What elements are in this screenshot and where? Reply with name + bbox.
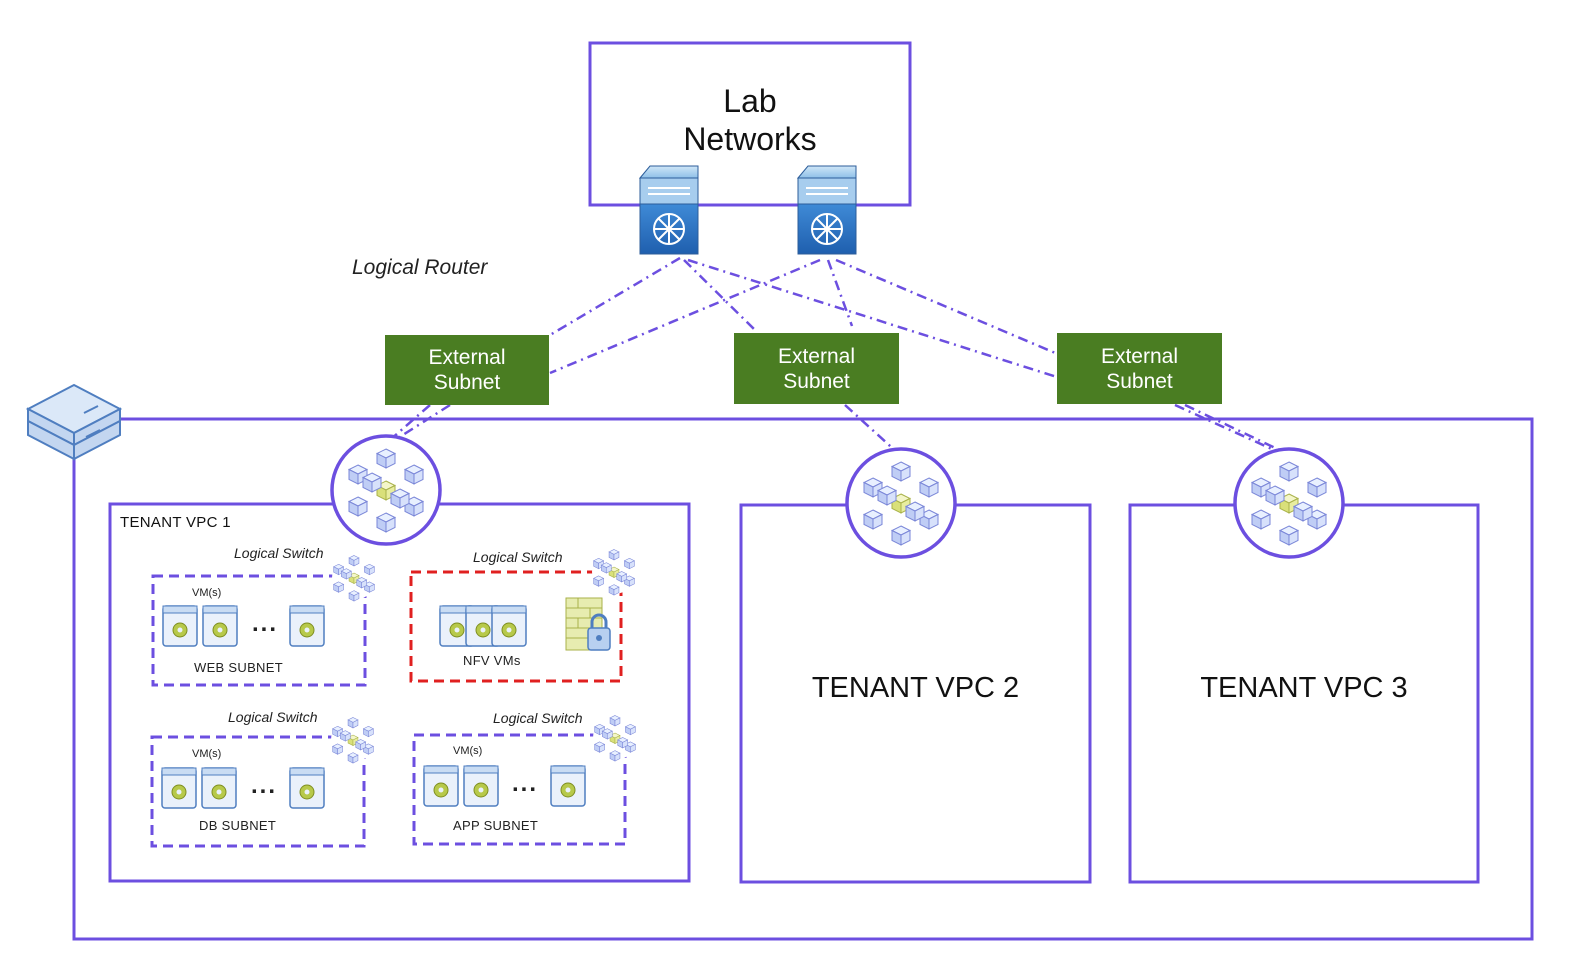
external-subnet-2: External Subnet (734, 333, 899, 404)
db-subnet-label: DB SUBNET (199, 818, 277, 833)
vm-icon (161, 767, 197, 809)
vm-label: VM(s) (192, 748, 222, 760)
web-subnet-box (151, 574, 367, 687)
router-icon (796, 165, 857, 255)
logical-router-label: Logical Router (352, 256, 488, 279)
switch-icon (332, 555, 376, 601)
logical-switch-label: Logical Switch (473, 549, 563, 565)
router-icon (638, 165, 699, 255)
nfv-vms-label: NFV VMs (463, 653, 521, 668)
lab-networks-box (588, 41, 912, 207)
vm-label: VM(s) (453, 745, 483, 757)
vm-icon (162, 605, 198, 647)
switch-icon (331, 717, 375, 763)
lock-icon (587, 613, 611, 651)
lab-networks-title: Lab Networks (683, 83, 817, 157)
vm-icon (202, 605, 238, 647)
tenant-vpc-1-title: TENANT VPC 1 (120, 514, 231, 531)
ellipsis: ... (252, 610, 279, 637)
region-box (72, 417, 1534, 941)
vm-icon (550, 765, 586, 807)
vm-icon (201, 767, 237, 809)
switch-icon (592, 549, 636, 595)
connection-lines (389, 256, 1291, 457)
hub-icon (1233, 447, 1345, 559)
switch-icon (593, 715, 637, 761)
tenant-vpc-3-title: TENANT VPC 3 (1200, 672, 1408, 704)
logical-switch-label: Logical Switch (228, 709, 318, 725)
hub-icon (330, 434, 442, 546)
hub-icon (845, 447, 957, 559)
db-subnet-box (150, 735, 366, 848)
cloud-stack-icon (25, 371, 123, 461)
app-subnet-box (412, 733, 627, 846)
ellipsis: ... (512, 770, 539, 797)
vm-icon (289, 767, 325, 809)
vm-icon (289, 605, 325, 647)
web-subnet-label: WEB SUBNET (194, 660, 283, 675)
external-subnet-1: External Subnet (385, 335, 549, 405)
logical-switch-label: Logical Switch (493, 710, 583, 726)
ellipsis: ... (251, 772, 278, 799)
vm-icon (423, 765, 459, 807)
vm-label: VM(s) (192, 587, 222, 599)
tenant-vpc-2-title: TENANT VPC 2 (811, 672, 1020, 704)
vm-icon (463, 765, 499, 807)
nfv-subnet-box (409, 570, 623, 683)
logical-switch-label: Logical Switch (234, 545, 324, 561)
vm-icon (491, 605, 527, 647)
external-subnet-3: External Subnet (1057, 333, 1222, 404)
app-subnet-label: APP SUBNET (453, 818, 539, 833)
